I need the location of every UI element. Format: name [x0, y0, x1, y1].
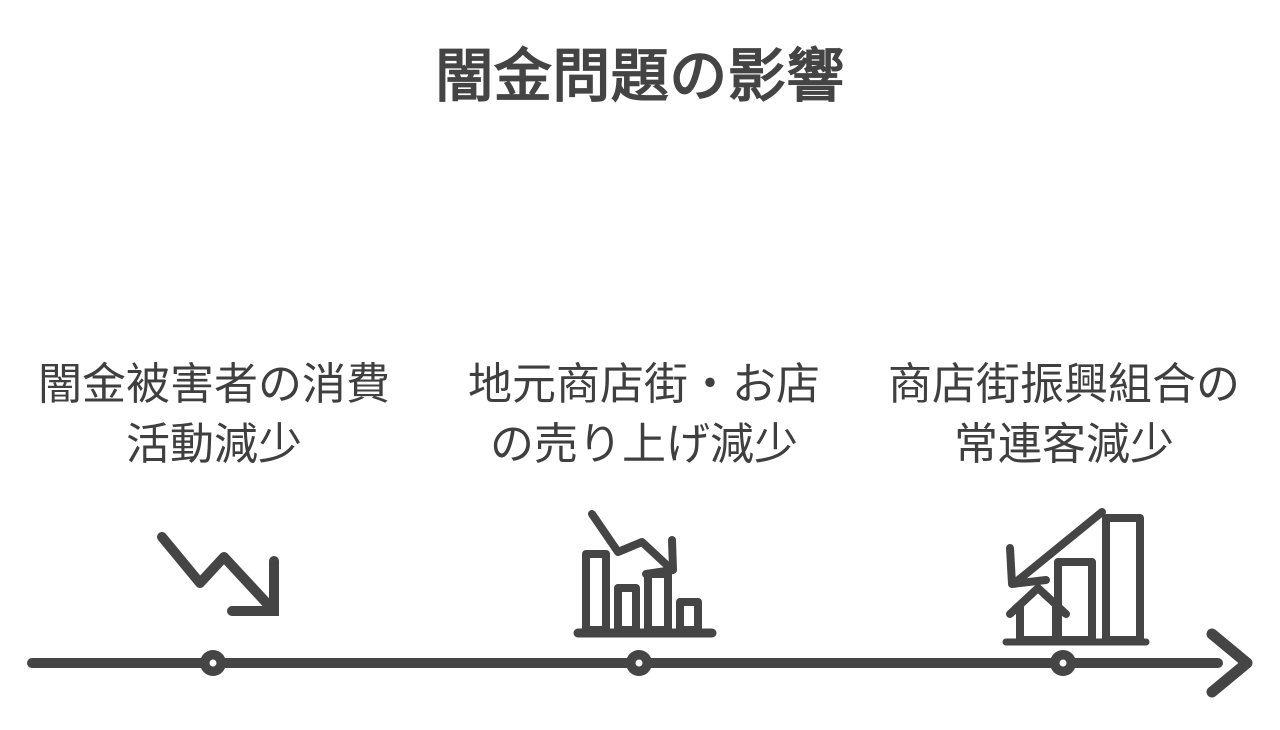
timeline-node[interactable]	[200, 650, 226, 676]
milestone-consumer-spending-decline: 闇金被害者の消費活動減少	[33, 275, 395, 475]
timeline-node[interactable]	[626, 650, 652, 676]
bar-chart-declining-arrow-glyph	[573, 510, 717, 638]
timeline-axis	[27, 628, 1253, 698]
page-title: 闇金問題の影響	[435, 44, 845, 109]
buildings-down-arrow-icon	[996, 502, 1154, 647]
buildings-down-arrow-glyph	[1002, 508, 1150, 646]
milestone-label: 闇金被害者の消費活動減少	[38, 360, 390, 469]
bar-chart-declining-arrow-icon	[572, 506, 724, 646]
milestone-label: 地元商店街・お店の売り上げ減少	[468, 360, 820, 469]
milestone-local-shop-sales-decline: 地元商店街・お店の売り上げ減少	[463, 275, 825, 475]
milestone-shopping-association-regulars-decline: 商店街振興組合の常連客減少	[883, 275, 1245, 475]
timeline-arrowhead-icon	[1206, 628, 1253, 698]
timeline-node[interactable]	[1050, 650, 1076, 676]
declining-trend-arrow-glyph	[157, 532, 279, 616]
declining-trend-arrow-icon	[148, 525, 296, 625]
milestone-label: 商店街振興組合の常連客減少	[888, 360, 1240, 469]
